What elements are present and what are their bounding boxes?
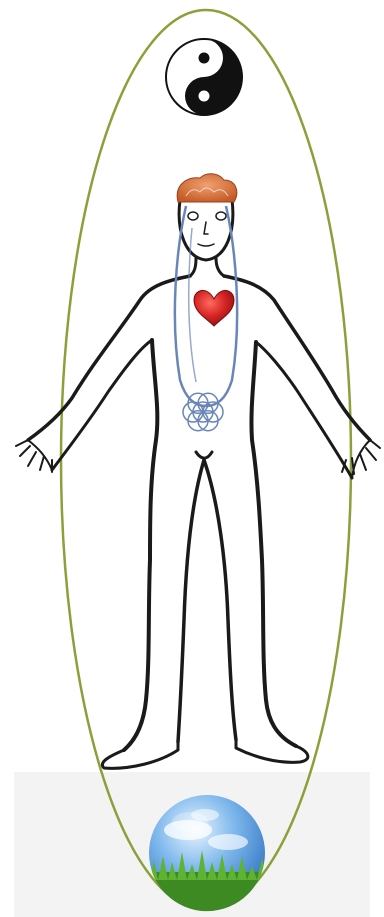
face	[188, 212, 226, 246]
head-outline	[179, 200, 233, 260]
brain-icon	[177, 174, 237, 202]
flower-of-life-icon	[183, 393, 223, 430]
yin-yang-icon	[166, 39, 242, 115]
human-figure	[16, 200, 380, 768]
heart-icon	[194, 290, 234, 326]
